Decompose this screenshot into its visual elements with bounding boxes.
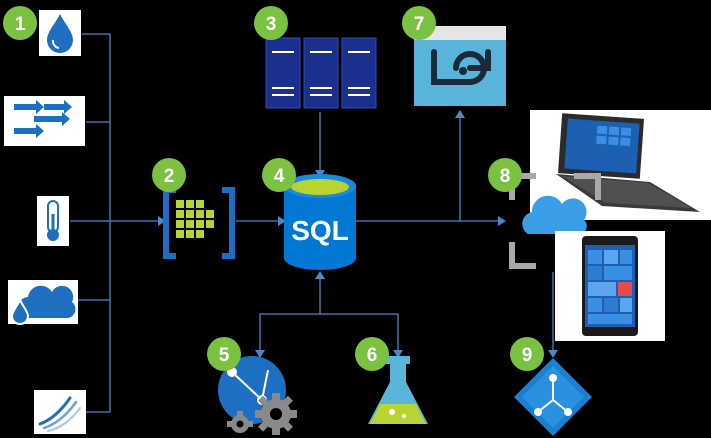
badge-8-label: 8 [500, 166, 511, 187]
badge-3-label: 3 [266, 14, 277, 35]
wind-swirl-icon [34, 390, 86, 434]
badge-4: 4 [262, 158, 296, 192]
badge-2-label: 2 [164, 166, 175, 187]
badge-6: 6 [355, 337, 389, 371]
windows-phone-photo [555, 231, 665, 341]
web-app-gears-icon [218, 356, 297, 435]
event-hub-icon [163, 187, 235, 259]
sql-label: SQL [291, 215, 349, 246]
arrowhead-iot-hub [498, 216, 506, 226]
badge-6-label: 6 [367, 345, 378, 366]
stream-analytics-icon [414, 26, 506, 106]
badge-8: 8 [488, 158, 522, 192]
arrowhead-sql-up [315, 271, 325, 279]
active-directory-icon [514, 358, 592, 436]
badge-5: 5 [207, 337, 241, 371]
arrowhead-stream-analytics [455, 110, 465, 118]
machine-learning-flask-icon [368, 356, 428, 424]
badge-1-label: 1 [15, 14, 26, 35]
arrowhead-web-app [255, 350, 265, 358]
water-drop-icon [39, 10, 81, 56]
badges: 1 2 3 4 5 6 7 8 [3, 6, 544, 371]
surface-tablet-photo [530, 110, 711, 220]
badge-3: 3 [254, 6, 288, 40]
arrowheads [158, 110, 558, 358]
arrowhead-ml [393, 350, 403, 358]
badge-7: 7 [402, 6, 436, 40]
connector-sensor-1 [82, 33, 111, 413]
badge-5-label: 5 [219, 345, 230, 366]
arrowhead-sql-from-hub [278, 216, 286, 226]
badge-1: 1 [3, 6, 37, 40]
badge-4-label: 4 [274, 166, 285, 187]
flow-arrows-icon [4, 96, 85, 146]
server-rack-icon [265, 37, 377, 109]
connector-sql-to-ml [320, 313, 399, 352]
arrowhead-event-hub [158, 216, 166, 226]
badge-9-label: 9 [522, 345, 533, 366]
cloud-water-icon [8, 280, 78, 325]
arrowhead-active-directory [548, 350, 558, 358]
badge-9: 9 [510, 337, 544, 371]
badge-7-label: 7 [414, 14, 425, 35]
sql-database-icon: SQL [284, 174, 356, 270]
connectors [70, 33, 554, 413]
badge-2: 2 [152, 158, 186, 192]
connector-sql-to-services [259, 272, 321, 352]
thermometer-icon [37, 196, 69, 246]
